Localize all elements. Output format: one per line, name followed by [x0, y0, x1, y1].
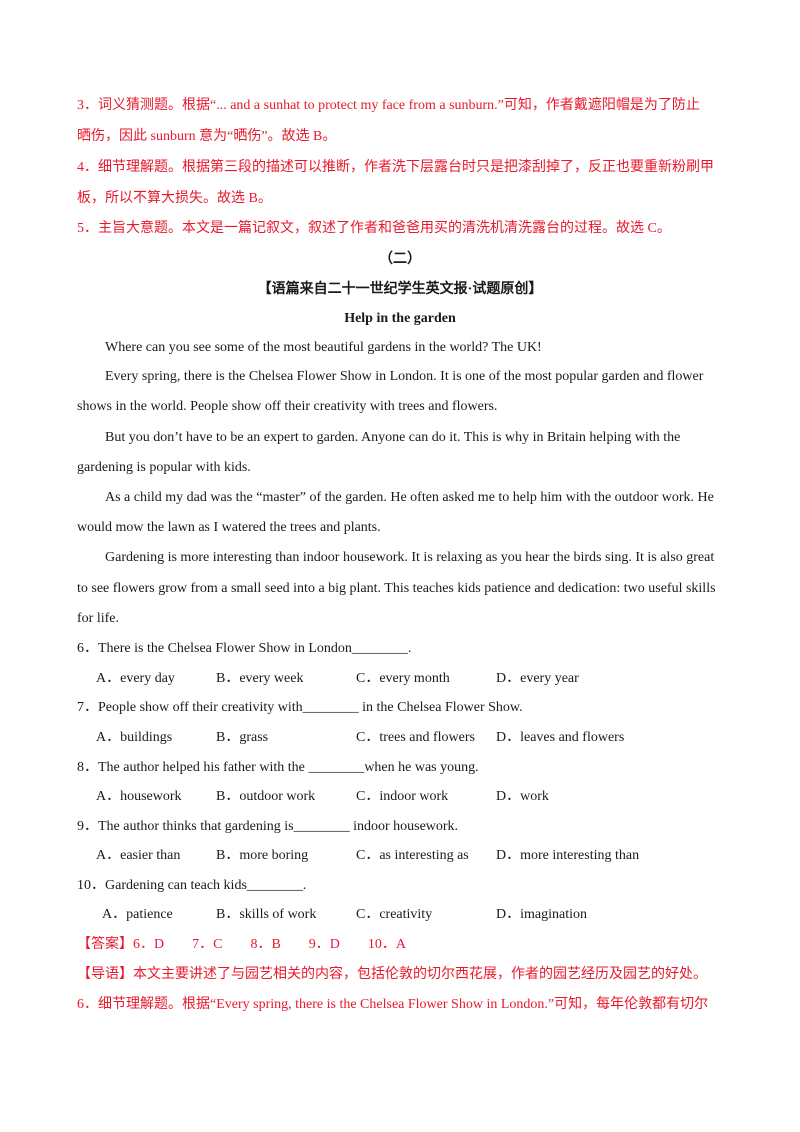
passage-title: Help in the garden [344, 311, 456, 326]
guide-line: 【导语】本文主要讲述了与园艺相关的内容，包括伦敦的切尔西花展，作者的园艺经历及园… [77, 967, 707, 982]
question-6-option-b: B．every week [216, 671, 304, 686]
question-7-option-d: D．leaves and flowers [496, 730, 625, 745]
question-10-option-c: C．creativity [356, 907, 433, 922]
question-10-option-a: A．patience [102, 907, 173, 922]
analysis-line-2: 晒伤，因此 sunburn 意为“晒伤”。故选 B。 [77, 129, 337, 144]
question-9-option-b: B．more boring [216, 848, 309, 863]
question-6-option-d: D．every year [496, 671, 579, 686]
question-stem-10: 10．Gardening can teach kids________. [77, 878, 307, 893]
question-8-option-b: B．outdoor work [216, 789, 316, 804]
question-9-option-a: A．easier than [96, 848, 181, 863]
question-9-option-c: C．as interesting as [356, 848, 469, 863]
question-7-option-a: A．buildings [96, 730, 173, 745]
passage-paragraph-3: But you don’t have to be an expert to ga… [105, 430, 681, 445]
question-9-option-d: D．more interesting than [496, 848, 640, 863]
passage-paragraph-4: As a child my dad was the “master” of th… [105, 490, 714, 505]
passage-line: for life. [77, 611, 119, 626]
analysis-line-6: 6．细节理解题。根据“Every spring, there is the Ch… [77, 997, 709, 1012]
passage-paragraph-5: Gardening is more interesting than indoo… [105, 550, 715, 565]
question-7-option-c: C．trees and flowers [356, 730, 475, 745]
answer-key: 【答案】6．D 7．C 8．B 9．D 10．A [77, 937, 407, 952]
question-10-option-b: B．skills of work [216, 907, 317, 922]
question-8-option-d: D．work [496, 789, 549, 804]
section-number: （二） [379, 252, 421, 267]
passage-line: shows in the world. People show off thei… [77, 399, 498, 414]
analysis-line-5: 5．主旨大意题。本文是一篇记叙文，叙述了作者和爸爸用买的清洗机清洗露台的过程。故… [77, 221, 671, 236]
question-10-option-d: D．imagination [496, 907, 587, 922]
passage-paragraph-1: Where can you see some of the most beaut… [105, 340, 542, 355]
question-6-option-c: C．every month [356, 671, 450, 686]
question-stem-9: 9．The author thinks that gardening is___… [77, 819, 459, 834]
analysis-line-4: 板，所以不算大损失。故选 B。 [77, 191, 272, 206]
analysis-line-3: 4．细节理解题。根据第三段的描述可以推断，作者洗下层露台时只是把漆刮掉了，反正也… [77, 160, 714, 175]
passage-line: would mow the lawn as I watered the tree… [77, 520, 381, 535]
question-stem-7: 7．People show off their creativity with_… [77, 700, 523, 715]
question-8-option-c: C．indoor work [356, 789, 449, 804]
passage-line: gardening is popular with kids. [77, 460, 251, 475]
passage-paragraph-2: Every spring, there is the Chelsea Flowe… [105, 369, 704, 384]
analysis-line-1: 3．词义猜测题。根据“... and a sunhat to protect m… [77, 98, 700, 113]
question-8-option-a: A．housework [96, 789, 182, 804]
question-7-option-b: B．grass [216, 730, 269, 745]
question-6-option-a: A．every day [96, 671, 175, 686]
question-stem-6: 6．There is the Chelsea Flower Show in Lo… [77, 641, 412, 656]
passage-line: to see flowers grow from a small seed in… [77, 581, 716, 596]
source-line: 【语篇来自二十一世纪学生英文报·试题原创】 [257, 282, 543, 297]
question-stem-8: 8．The author helped his father with the … [77, 760, 479, 775]
